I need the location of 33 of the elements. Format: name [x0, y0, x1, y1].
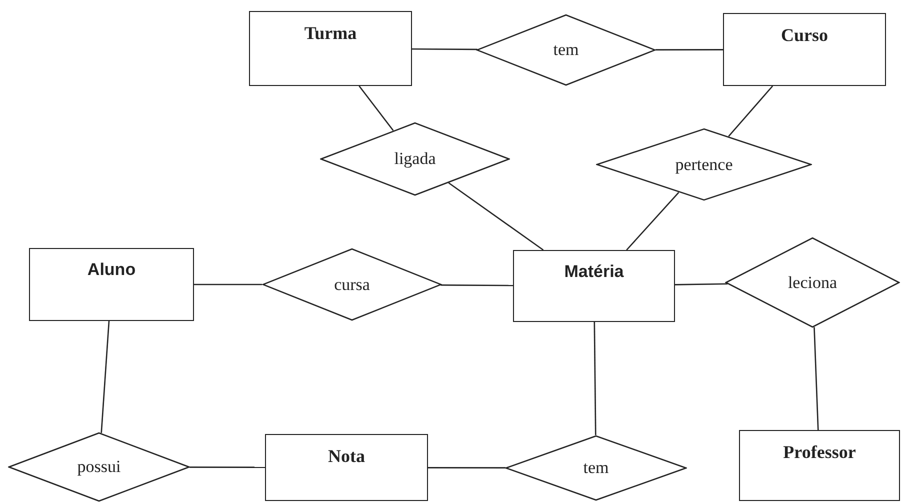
- entity-label: Turma: [304, 22, 357, 45]
- connector-line: [412, 48, 478, 50]
- relationship-label: ligada: [394, 148, 436, 170]
- entity-box: [265, 434, 428, 501]
- connector-line: [100, 320, 110, 433]
- connector-line: [440, 284, 513, 286]
- entity-box: [249, 11, 412, 86]
- connector-line: [814, 327, 819, 430]
- relationship-label: tem: [583, 457, 609, 480]
- connector-line: [728, 86, 774, 137]
- connector-line: [448, 182, 544, 251]
- entity-box: [723, 13, 886, 86]
- connector-line: [656, 49, 723, 50]
- relationship-label: possui: [77, 456, 121, 478]
- entity-box: [29, 248, 194, 321]
- entity-box: [513, 250, 675, 322]
- entity-label: Nota: [328, 445, 365, 468]
- connector-line: [594, 322, 596, 436]
- entity-label: Curso: [780, 24, 828, 47]
- relationship-label: pertence: [675, 154, 733, 176]
- connector-line: [190, 466, 265, 468]
- relationship-label: cursa: [334, 274, 370, 296]
- entity-label: Aluno: [87, 259, 136, 281]
- connector-line: [674, 283, 728, 286]
- relationship-label: leciona: [788, 272, 838, 294]
- connector-line: [626, 192, 680, 250]
- relationship-label: tem: [553, 39, 579, 62]
- entity-label: Professor: [783, 441, 856, 464]
- connector-line: [358, 86, 394, 131]
- entity-box: [739, 430, 900, 501]
- connector-line: [194, 284, 262, 286]
- entity-label: Matéria: [564, 261, 624, 283]
- connector-line: [428, 467, 506, 468]
